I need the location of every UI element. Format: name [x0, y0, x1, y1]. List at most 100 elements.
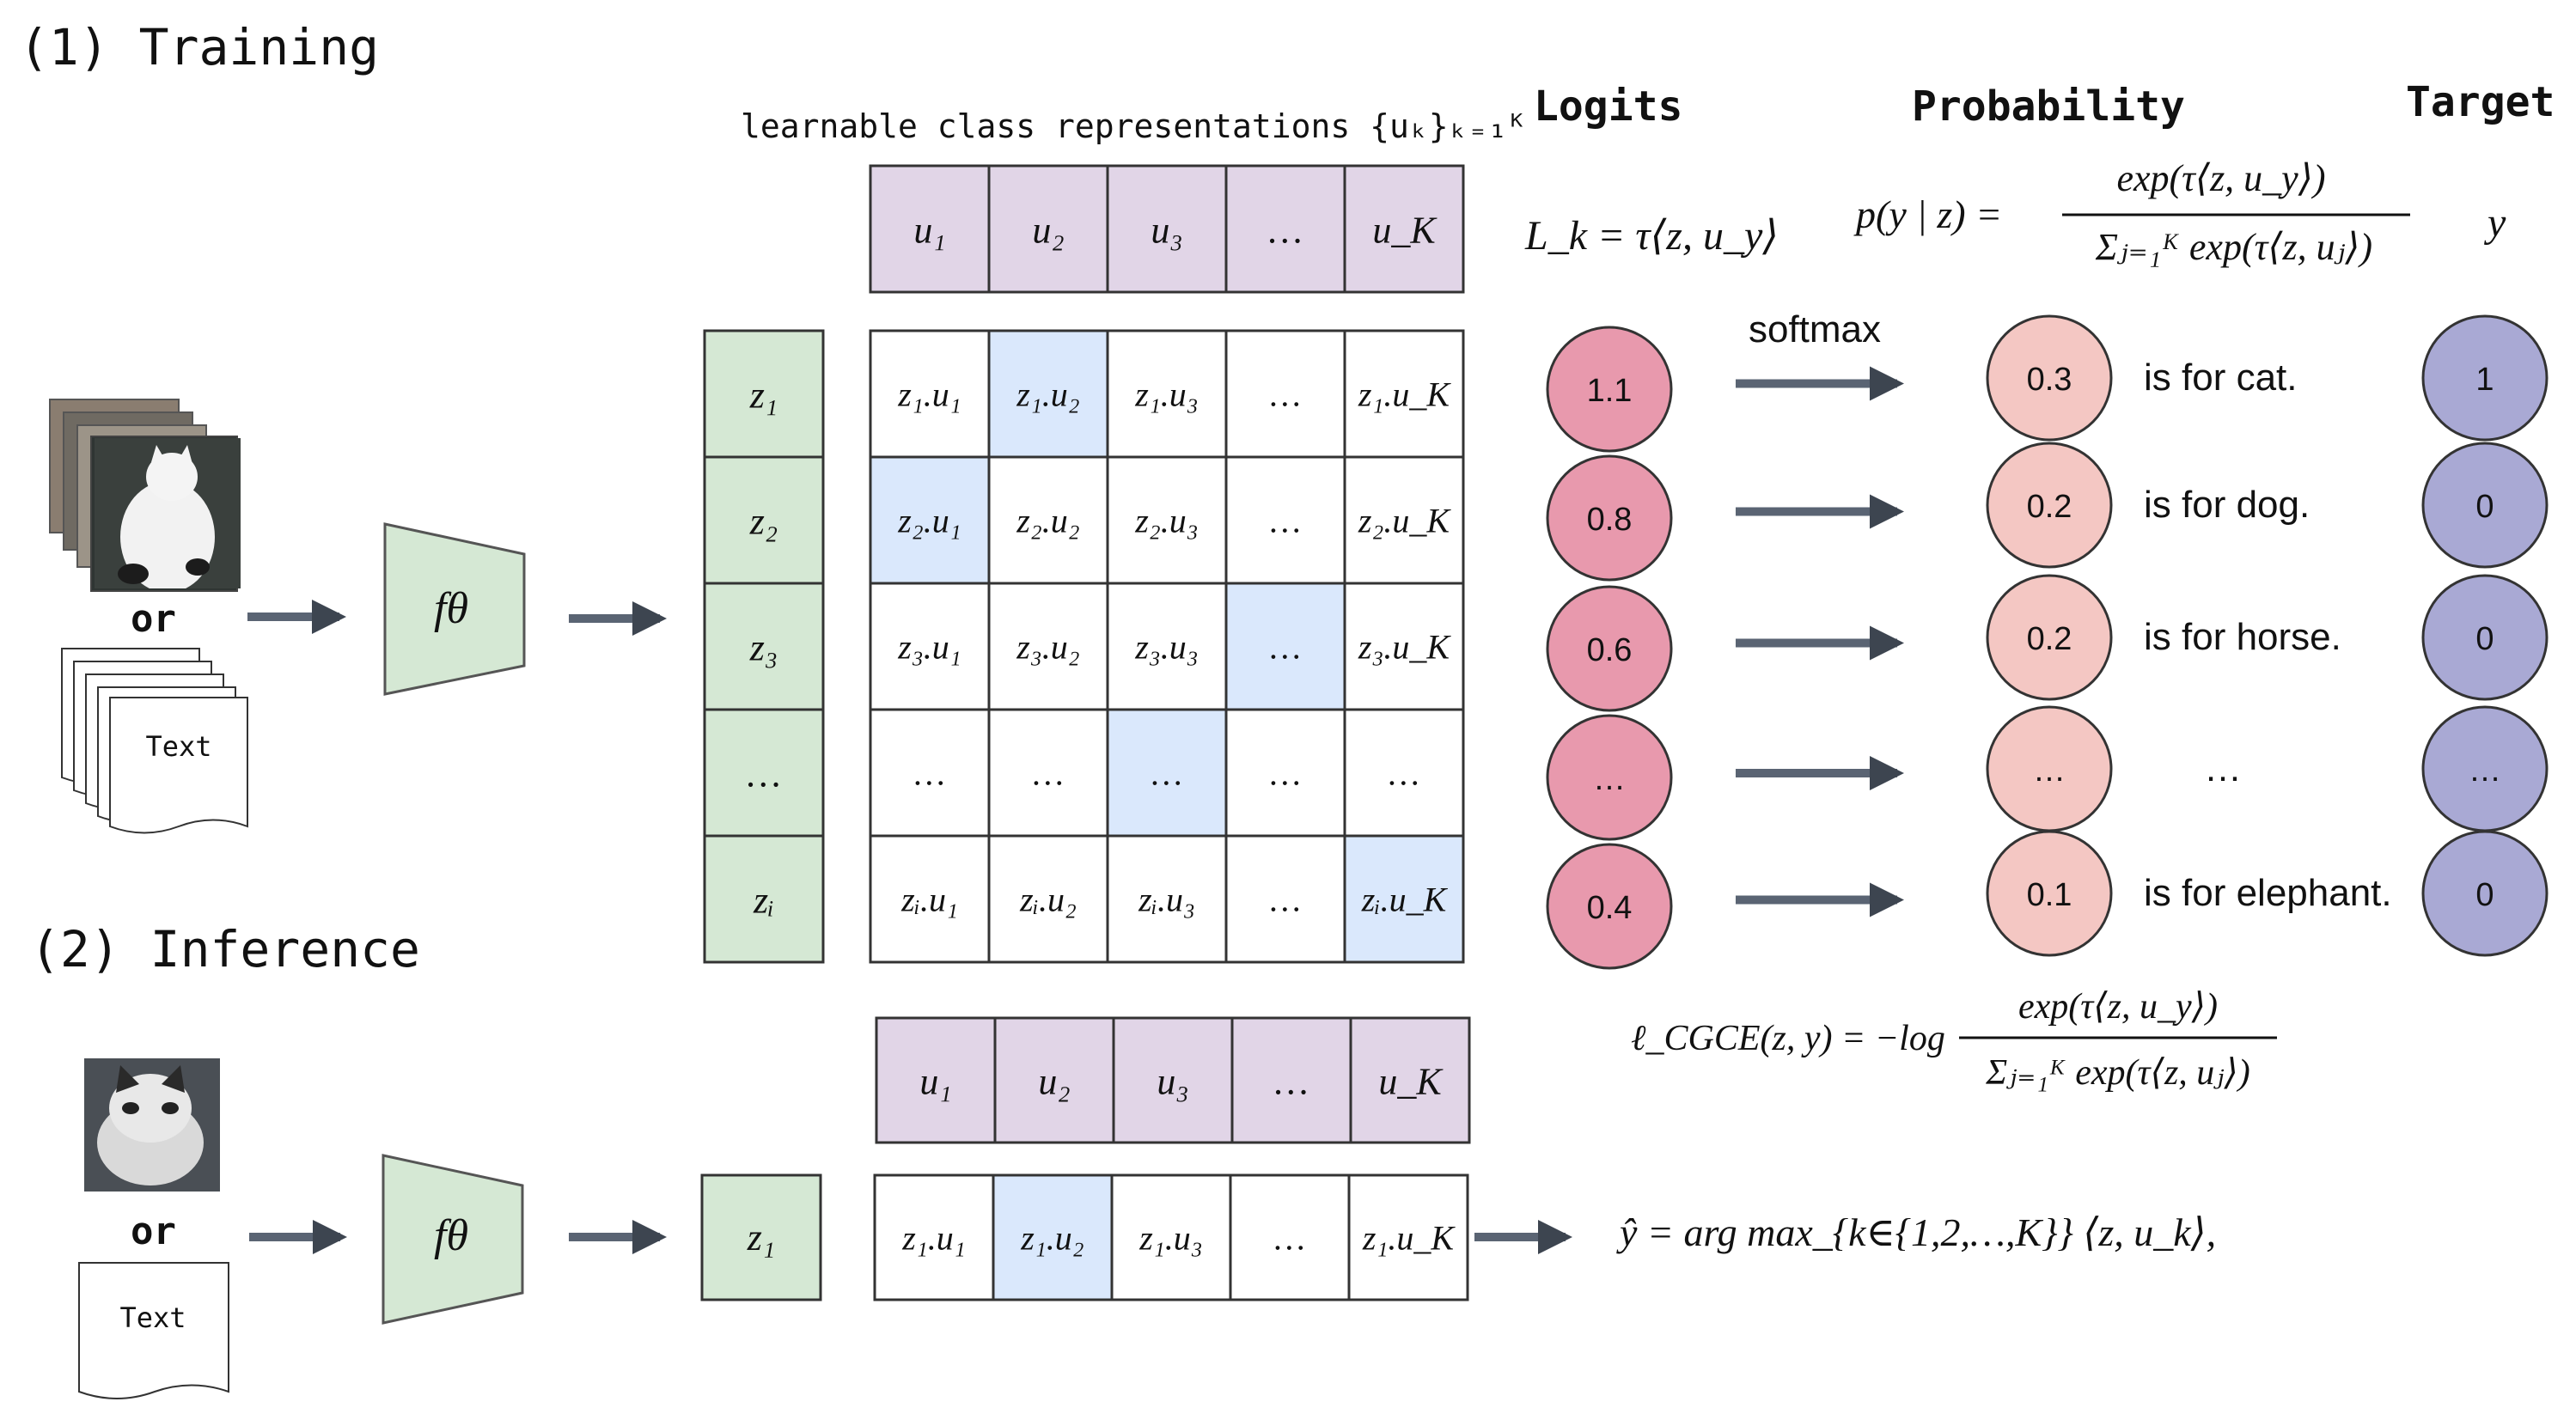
- matrix-cell: [869, 329, 991, 459]
- inference-class-cell-label: …: [1274, 1061, 1308, 1103]
- logit-value: 0.8: [1587, 502, 1633, 538]
- matrix-cell: [869, 708, 991, 838]
- matrix-cell-label: …: [1389, 754, 1419, 793]
- matrix-cell-label: …: [1270, 881, 1301, 919]
- formula-prob-numerator: exp(τ⟨z, u_y⟩): [2116, 157, 2325, 199]
- inference-matrix-cell: [1110, 1173, 1232, 1301]
- prob-class-text: is for cat.: [2144, 357, 2298, 399]
- loss-formula-numerator: exp(τ⟨z, u_y⟩): [2018, 987, 2218, 1027]
- matrix-cell-label: …: [1270, 375, 1301, 414]
- class-cell: [1106, 164, 1228, 294]
- target-value: 0: [2475, 489, 2494, 525]
- encoder-training-label: fθ: [434, 584, 468, 633]
- encoder-training: [383, 522, 526, 696]
- inference-matrix-cell: [873, 1173, 995, 1301]
- z-cell: [703, 582, 825, 711]
- training-text-doc-label: Text: [145, 730, 211, 763]
- target-circle: [2421, 442, 2549, 569]
- class-cell-label: u₃: [1151, 210, 1182, 252]
- formula-prob-denominator: Σⱼ₌₁ᴷ exp(τ⟨z, uⱼ⟩): [2095, 226, 2372, 268]
- matrix-cell: [1106, 708, 1228, 838]
- softmax-label: softmax: [1749, 308, 1881, 350]
- matrix-cell-label: zᵢ.u₁: [900, 881, 958, 919]
- logit-circle: [1546, 326, 1673, 453]
- matrix-cell: [1343, 582, 1465, 711]
- z-cell-label: zᵢ: [753, 880, 774, 922]
- z-cell-label: z₁: [749, 375, 778, 417]
- encoder-inference: [382, 1154, 524, 1325]
- inference-formula: ŷ = arg max_{k∈{1,2,…,K}} ⟨z, u_k⟩,: [1616, 1210, 2216, 1254]
- prob-value: …: [2033, 753, 2066, 789]
- logit-circle: [1546, 843, 1673, 970]
- logit-circle: [1546, 714, 1673, 841]
- matrix-cell-label: z₃.u₂: [1016, 628, 1079, 667]
- prob-value: 0.2: [2027, 621, 2072, 657]
- prob-circle: [1986, 442, 2113, 569]
- formula-logits: L_k = τ⟨z, u_y⟩: [1524, 213, 1779, 259]
- header-probability: Probability: [1912, 82, 2185, 131]
- training-or-label: or: [131, 597, 176, 641]
- matrix-cell: [1343, 708, 1465, 838]
- target-circle: [2421, 314, 2549, 442]
- matrix-cell: [1224, 834, 1346, 964]
- matrix-cell-label: z₂.u₃: [1134, 502, 1198, 540]
- inference-matrix-cell-label: z₁.u₂: [1020, 1219, 1084, 1258]
- inference-matrix-cell-label: z₁.u_K: [1362, 1219, 1456, 1258]
- class-cell-label: u_K: [1372, 210, 1438, 252]
- class-rep-caption: learnable class representations {uₖ}ₖ₌₁ᴷ: [741, 107, 1527, 145]
- matrix-cell: [869, 834, 991, 964]
- matrix-cell-label: …: [1270, 628, 1301, 667]
- matrix-cell: [1106, 834, 1228, 964]
- logit-circle: [1546, 585, 1673, 712]
- inference-text-doc: [78, 1262, 229, 1399]
- prob-class-text: is for elephant.: [2144, 872, 2392, 914]
- inference-z-cell: [700, 1173, 822, 1301]
- inference-matrix-cell: [1347, 1173, 1469, 1301]
- matrix-cell: [1343, 834, 1465, 964]
- inference-class-cell: [1349, 1016, 1471, 1144]
- target-circle: [2421, 830, 2549, 957]
- matrix-cell: [987, 834, 1109, 964]
- prob-circle: [1986, 574, 2113, 701]
- inference-class-cell-label: u_K: [1378, 1061, 1444, 1103]
- loss-formula-lhs: ℓ_CGCE(z, y) = −log: [1631, 1019, 1945, 1058]
- prob-value: 0.1: [2027, 877, 2072, 913]
- matrix-cell-label: z₃.u₁: [897, 628, 961, 667]
- prob-value: 0.2: [2027, 489, 2072, 525]
- matrix-cell-label: …: [1270, 502, 1301, 540]
- image-stack: [49, 399, 241, 592]
- inference-matrix-cell: [992, 1173, 1114, 1301]
- logit-value: 0.4: [1587, 890, 1633, 926]
- header-target: Target: [2406, 78, 2555, 126]
- matrix-cell-label: z₁.u₃: [1134, 375, 1198, 414]
- z-cell: [703, 708, 825, 838]
- matrix-cell-label: …: [914, 754, 945, 793]
- prob-circle: [1986, 314, 2113, 442]
- logit-value: …: [1593, 761, 1626, 797]
- cat-icon-inference: [97, 1065, 204, 1185]
- matrix-cell: [987, 582, 1109, 711]
- inference-class-cell: [1112, 1016, 1234, 1144]
- training-title: (1) Training: [19, 18, 379, 76]
- text-doc-stack: [61, 648, 248, 834]
- logit-value: 0.6: [1587, 632, 1633, 668]
- z-cell: [703, 455, 825, 585]
- matrix-cell-label: z₁.u₂: [1016, 375, 1079, 414]
- matrix-cell-label: zᵢ.u_K: [1361, 881, 1449, 919]
- matrix-cell-label: z₃.u₃: [1134, 628, 1198, 667]
- prob-class-text: is for dog.: [2144, 484, 2310, 526]
- matrix-cell-label: z₁.u₁: [897, 375, 961, 414]
- inference-matrix-cell-label: z₁.u₃: [1138, 1219, 1202, 1258]
- matrix-cell: [1224, 708, 1346, 838]
- inference-class-cell-label: u₂: [1038, 1061, 1070, 1103]
- target-circle: [2421, 574, 2549, 701]
- matrix-cell-label: …: [1151, 754, 1182, 793]
- z-cell: [703, 834, 825, 964]
- matrix-cell-label: …: [1033, 754, 1064, 793]
